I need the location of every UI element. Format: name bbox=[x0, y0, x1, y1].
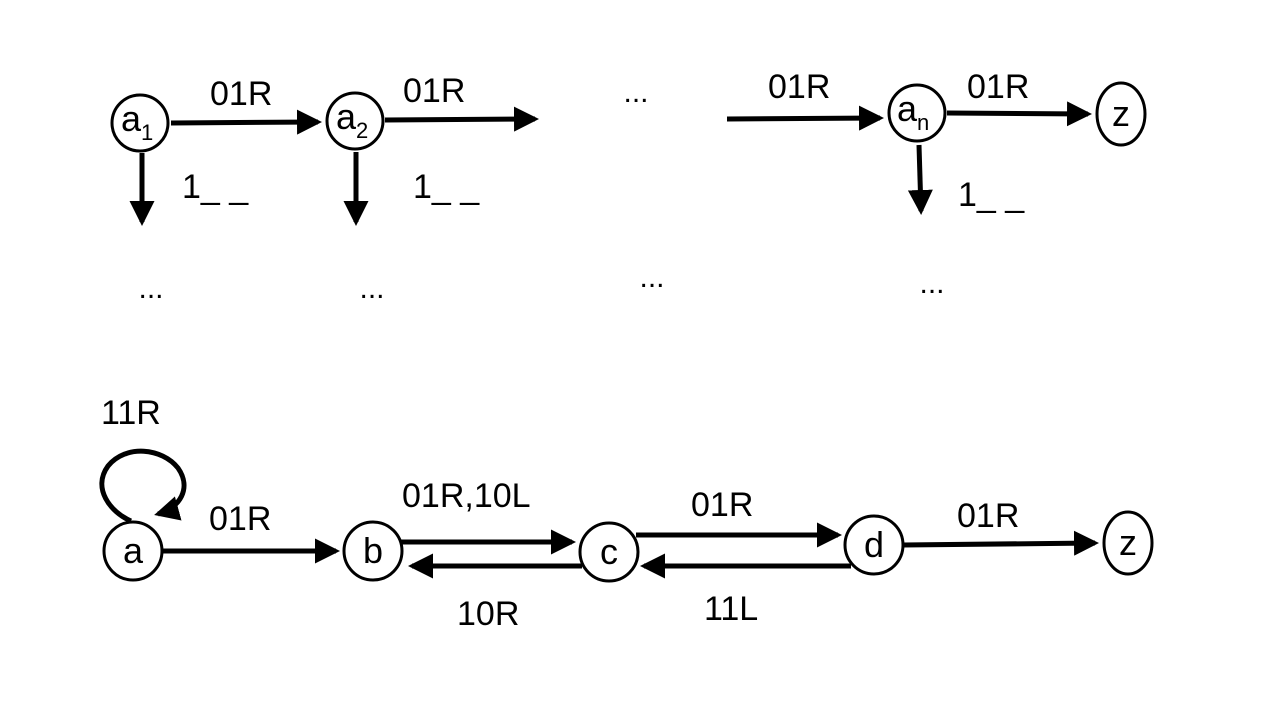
node-a-label: a bbox=[123, 530, 144, 571]
label-in-an: 01R bbox=[768, 68, 830, 106]
label-d-c: 11L bbox=[704, 590, 758, 628]
edge-an-down bbox=[907, 144, 933, 215]
label-a1-a2: 01R bbox=[210, 75, 272, 113]
label-a1-down: 1_ _ bbox=[182, 168, 249, 206]
label-a2-down: 1_ _ bbox=[413, 168, 480, 206]
node-a1-label: a1 bbox=[121, 98, 153, 145]
node-b: b bbox=[342, 520, 404, 582]
ellipsis-under-an: ... bbox=[919, 267, 944, 300]
label-an-z: 01R bbox=[967, 68, 1029, 106]
edge-a-loop bbox=[99, 448, 187, 524]
node-c-label: c bbox=[600, 531, 618, 572]
node-an-label: an bbox=[897, 88, 929, 135]
label-a-loop: 11R bbox=[101, 394, 161, 432]
node-d-label: d bbox=[864, 524, 884, 565]
node-a2: a2 bbox=[325, 91, 385, 151]
edge-d-z bbox=[902, 530, 1099, 556]
node-a: a bbox=[102, 520, 164, 582]
label-an-down: 1_ _ bbox=[958, 176, 1025, 214]
node-z-top: z bbox=[1095, 81, 1147, 147]
label-a2-out: 01R bbox=[403, 72, 465, 110]
edge-a1-a2 bbox=[170, 109, 322, 135]
ellipsis-under-a2: ... bbox=[359, 272, 384, 305]
node-a1: a1 bbox=[110, 93, 170, 153]
edge-in-an bbox=[726, 105, 884, 131]
label-d-z: 01R bbox=[957, 497, 1019, 535]
label-b-c: 01R,10L bbox=[402, 477, 531, 515]
label-c-d: 01R bbox=[691, 486, 753, 524]
label-a-b: 01R bbox=[209, 500, 271, 538]
ellipsis-under-a1: ... bbox=[138, 272, 163, 305]
label-c-b: 10R bbox=[457, 595, 519, 633]
node-a2-label: a2 bbox=[336, 96, 368, 143]
node-z-bottom-label: z bbox=[1119, 522, 1137, 563]
node-b-label: b bbox=[363, 530, 383, 571]
node-c: c bbox=[578, 521, 640, 583]
node-an: an bbox=[887, 83, 947, 143]
node-d: d bbox=[843, 514, 905, 576]
edge-an-z bbox=[946, 101, 1092, 127]
ellipsis-middle-bottom: ... bbox=[639, 261, 664, 294]
edge-a2-out bbox=[384, 106, 539, 132]
node-z-bottom: z bbox=[1102, 510, 1154, 576]
ellipsis-middle-top: ... bbox=[623, 76, 648, 109]
node-z-top-label: z bbox=[1112, 93, 1130, 134]
